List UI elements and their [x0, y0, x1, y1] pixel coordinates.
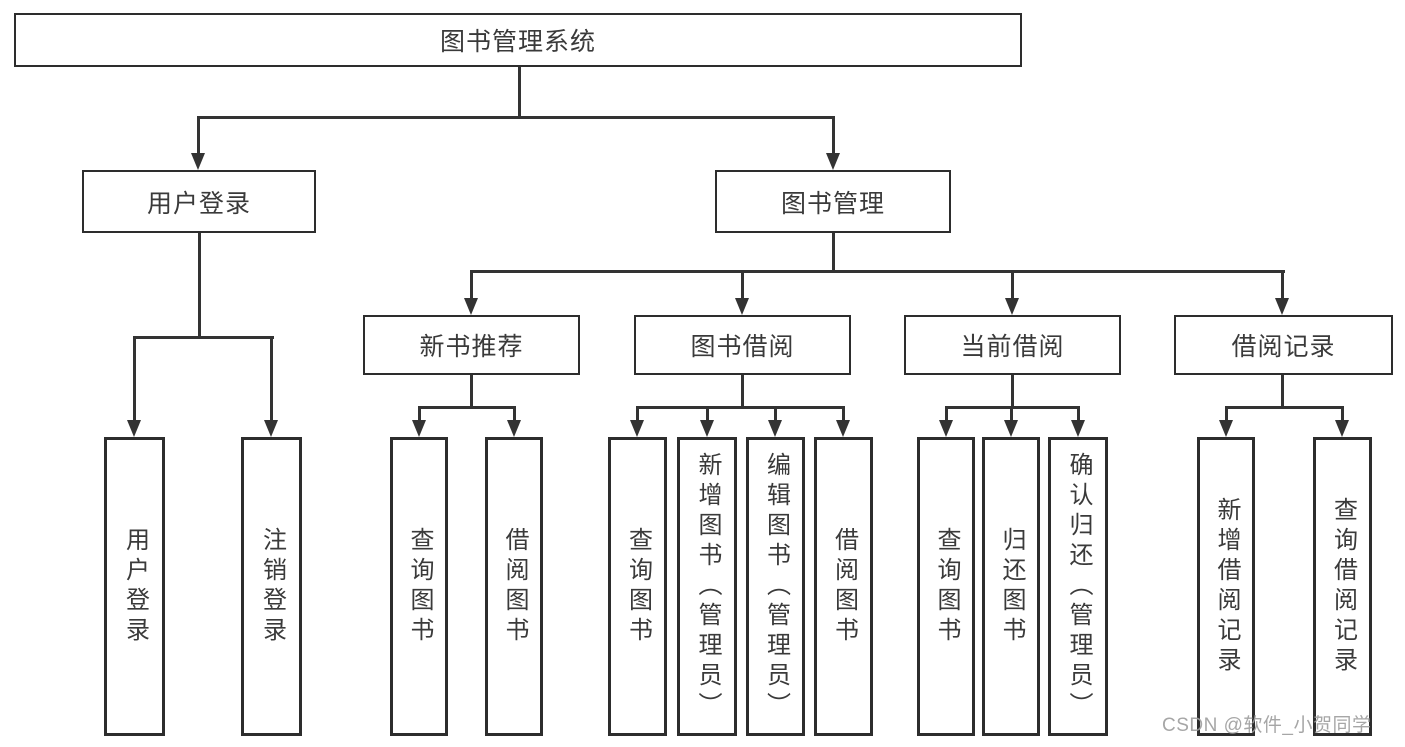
connector-leaf-drop — [706, 408, 709, 422]
leaf-query-borrow-record: 查询借阅记录 — [1313, 437, 1372, 736]
connector-leaf-drop — [636, 408, 639, 422]
arrow-down-icon — [264, 420, 278, 437]
leaf-add-books-admin-label: 新增图书（管理员） — [694, 451, 721, 722]
leaf-add-books-admin: 新增图书（管理员） — [677, 437, 737, 736]
arrow-down-icon — [735, 298, 749, 315]
arrow-down-icon — [826, 153, 840, 170]
leaf-borrow-books: 借阅图书 — [814, 437, 873, 736]
arrow-down-icon — [507, 420, 521, 437]
connector-new-book-rec-rail — [418, 406, 516, 409]
connector-leaf-drop — [1225, 408, 1228, 422]
arrow-down-icon — [1275, 298, 1289, 315]
connector-leaf-drop — [1341, 408, 1344, 422]
leaf-logout-login-label: 注销登录 — [258, 526, 286, 647]
arrow-down-icon — [1335, 420, 1349, 437]
arrow-down-icon — [412, 420, 426, 437]
leaf-query-books-recommend-label: 查询图书 — [406, 526, 433, 647]
arrow-down-icon — [191, 153, 205, 170]
leaf-query-books-borrowing-label: 查询图书 — [624, 526, 652, 647]
arrow-down-icon — [1219, 420, 1233, 437]
arrow-down-icon — [1071, 420, 1085, 437]
leaf-query-books-current-label: 查询图书 — [933, 526, 960, 647]
connector-level1-rail — [197, 116, 835, 119]
connector-book-borrowing-rail — [636, 406, 845, 409]
leaf-query-books-current: 查询图书 — [917, 437, 975, 736]
node-user-login-label: 用户登录 — [146, 189, 251, 218]
csdn-watermark: CSDN @软件_小贺同学 — [1162, 715, 1372, 736]
node-new-book-recommendation: 新书推荐 — [363, 315, 580, 375]
node-book-management: 图书管理 — [715, 170, 951, 233]
node-borrowing-records-label: 借阅记录 — [1231, 333, 1336, 361]
leaf-query-books-recommend: 查询图书 — [390, 437, 448, 736]
node-borrowing-records: 借阅记录 — [1174, 315, 1393, 375]
node-book-borrowing: 图书借阅 — [634, 315, 851, 375]
leaf-edit-books-admin: 编辑图书（管理员） — [746, 437, 805, 736]
connector-to-leaf-user-login — [133, 339, 136, 421]
connector-borrowing-records-stem — [1281, 375, 1284, 408]
arrow-down-icon — [630, 420, 644, 437]
leaf-borrow-books-recommend: 借阅图书 — [485, 437, 543, 736]
leaf-logout-login: 注销登录 — [241, 437, 302, 736]
connector-leaf-drop — [945, 408, 948, 422]
connector-leaf-drop — [1077, 408, 1080, 422]
node-new-book-recommendation-label: 新书推荐 — [419, 333, 524, 361]
leaf-query-borrow-record-label: 查询借阅记录 — [1329, 496, 1357, 677]
connector-book-management-stem — [832, 233, 835, 273]
leaf-return-books-label: 归还图书 — [998, 526, 1025, 647]
node-current-borrowing-label: 当前借阅 — [960, 333, 1065, 361]
connector-leaf-drop — [842, 408, 845, 422]
leaf-confirm-return-admin: 确认归还（管理员） — [1048, 437, 1108, 736]
arrow-down-icon — [1004, 420, 1018, 437]
arrow-down-icon — [464, 298, 478, 315]
connector-book-borrowing-stem — [741, 375, 744, 408]
connector-to-borrowing-records — [1281, 273, 1284, 299]
leaf-borrow-books-recommend-label: 借阅图书 — [501, 526, 528, 647]
node-book-borrowing-label: 图书借阅 — [690, 333, 795, 361]
connector-leaf-drop — [513, 408, 516, 422]
connector-user-login-stem — [198, 233, 201, 339]
connector-borrowing-records-rail — [1225, 406, 1344, 409]
connector-leaf-drop — [418, 408, 421, 422]
arrow-down-icon — [127, 420, 141, 437]
node-library-management-system: 图书管理系统 — [14, 13, 1022, 67]
connector-new-book-rec-stem — [470, 375, 473, 408]
node-current-borrowing: 当前借阅 — [904, 315, 1121, 375]
arrow-down-icon — [836, 420, 850, 437]
connector-level3-rail — [470, 270, 1285, 273]
connector-leaf-drop — [1010, 408, 1013, 422]
leaf-add-borrow-record: 新增借阅记录 — [1197, 437, 1255, 736]
connector-to-book-management — [832, 118, 835, 154]
leaf-add-borrow-record-label: 新增借阅记录 — [1213, 496, 1240, 677]
connector-to-current-borrowing — [1011, 273, 1014, 299]
arrow-down-icon — [1005, 298, 1019, 315]
leaf-user-login-label: 用户登录 — [121, 526, 149, 647]
arrow-down-icon — [768, 420, 782, 437]
node-book-management-label: 图书管理 — [780, 189, 885, 218]
connector-to-book-borrowing — [741, 273, 744, 299]
leaf-return-books: 归还图书 — [982, 437, 1040, 736]
connector-root-stem — [518, 66, 521, 119]
connector-leaf-drop — [774, 408, 777, 422]
leaf-confirm-return-admin-label: 确认归还（管理员） — [1065, 451, 1092, 722]
connector-to-user-login — [197, 118, 200, 154]
connector-to-new-book-recommendation — [470, 273, 473, 299]
node-library-management-system-label: 图书管理系统 — [439, 28, 596, 56]
connector-current-borrowing-rail — [945, 406, 1080, 409]
leaf-edit-books-admin-label: 编辑图书（管理员） — [762, 451, 790, 722]
connector-user-login-rail — [133, 336, 274, 339]
leaf-query-books-borrowing: 查询图书 — [608, 437, 667, 736]
connector-current-borrowing-stem — [1011, 375, 1014, 408]
leaf-user-login: 用户登录 — [104, 437, 165, 736]
connector-to-leaf-logout — [270, 339, 273, 421]
arrow-down-icon — [700, 420, 714, 437]
node-user-login: 用户登录 — [82, 170, 316, 233]
leaf-borrow-books-label: 借阅图书 — [830, 526, 858, 647]
arrow-down-icon — [939, 420, 953, 437]
